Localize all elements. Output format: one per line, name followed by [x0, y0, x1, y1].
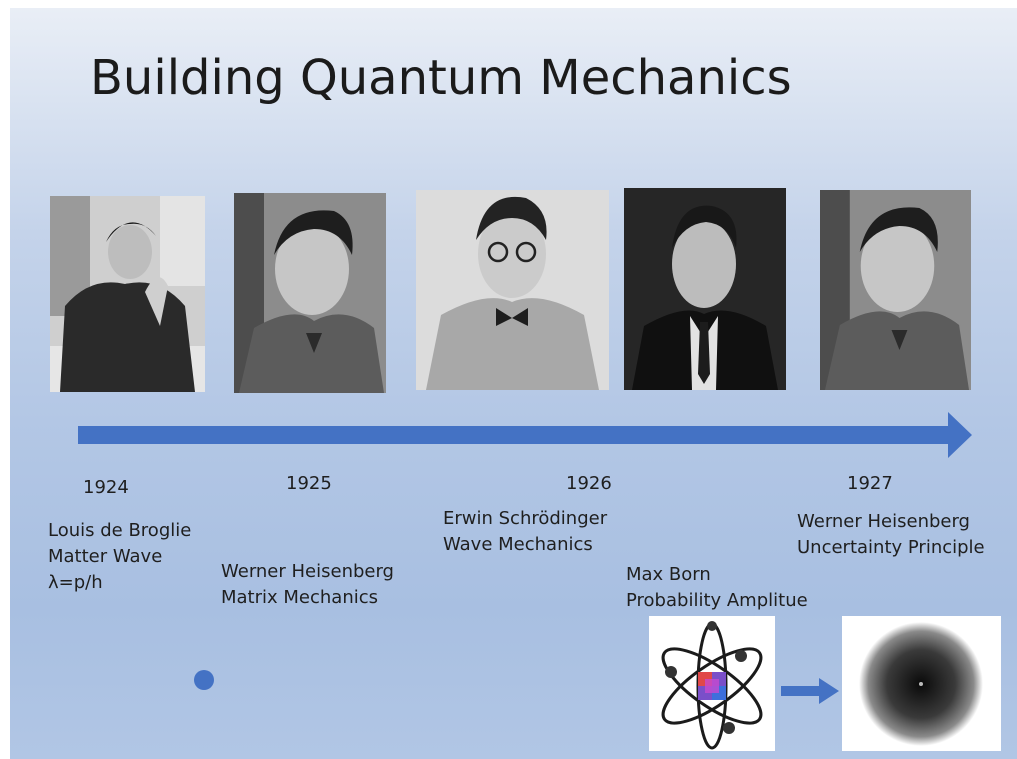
event-line: Max Born	[626, 564, 711, 585]
event-line: Wave Mechanics	[443, 534, 593, 555]
event-heisenberg-uncertainty: Werner Heisenberg Uncertainty Principle	[797, 509, 985, 561]
event-line: Matter Wave	[48, 546, 163, 567]
event-heisenberg-matrix: Werner Heisenberg Matrix Mechanics	[221, 559, 394, 611]
year-1926: 1926	[566, 473, 612, 494]
event-line: Matrix Mechanics	[221, 587, 379, 608]
timeline-arrow	[78, 412, 972, 458]
event-line: Werner Heisenberg	[797, 511, 970, 532]
event-born: Max Born Probability Amplitue	[626, 562, 808, 614]
portrait-schrodinger	[416, 190, 609, 390]
event-line: Probability Amplitue	[626, 590, 808, 611]
atom-illustration	[649, 616, 775, 751]
year-1925: 1925	[286, 473, 332, 494]
portrait-de-broglie	[50, 196, 205, 392]
event-line: Louis de Broglie	[48, 520, 192, 541]
portrait-heisenberg-1927	[820, 190, 971, 390]
year-1927: 1927	[847, 473, 893, 494]
event-schrodinger: Erwin Schrödinger Wave Mechanics	[443, 506, 607, 558]
event-line: λ=p/h	[48, 572, 103, 593]
event-de-broglie: Louis de Broglie Matter Wave λ=p/h	[48, 518, 191, 596]
transition-arrow	[781, 678, 839, 704]
bullet-dot	[194, 670, 214, 690]
electron-cloud-illustration	[842, 616, 1001, 751]
year-1924: 1924	[83, 477, 129, 498]
event-line: Erwin Schrödinger	[443, 508, 608, 529]
event-line: Werner Heisenberg	[221, 561, 394, 582]
event-line: Uncertainty Principle	[797, 537, 985, 558]
slide-title: Building Quantum Mechanics	[90, 50, 792, 106]
portrait-born	[624, 188, 786, 390]
portrait-heisenberg-1925	[234, 193, 386, 393]
